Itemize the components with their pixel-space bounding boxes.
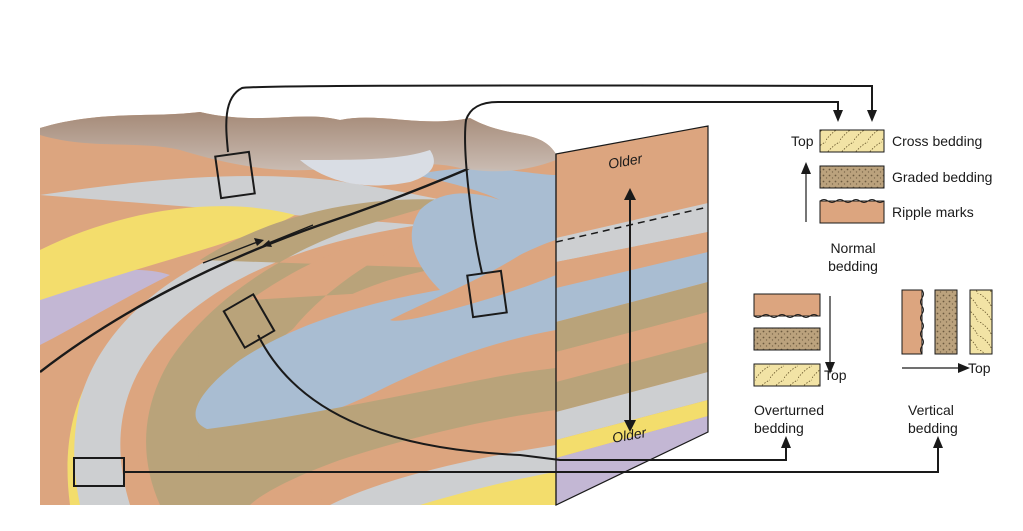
cross-bedding-label: Cross bedding bbox=[892, 133, 983, 149]
sample-box-fold bbox=[466, 269, 508, 319]
fault-slip-arrows bbox=[202, 224, 314, 264]
vertical-caption-2: bedding bbox=[908, 420, 958, 436]
vertical-top-label: Top bbox=[968, 360, 991, 376]
overturned-caption-2: bedding bbox=[754, 420, 804, 436]
overturned-top-label: Top bbox=[824, 367, 847, 383]
cross-bedding-swatch bbox=[819, 129, 885, 153]
block-side-face bbox=[556, 126, 708, 505]
ripple-marks-label: Ripple marks bbox=[892, 204, 974, 220]
vertical-caption-1: Vertical bbox=[908, 402, 954, 418]
connector-lines bbox=[124, 84, 943, 473]
block-front-face bbox=[40, 112, 556, 505]
normal-bedding-swatches bbox=[801, 129, 885, 224]
sample-box-top bbox=[214, 150, 256, 200]
overturned-bedding-swatches bbox=[753, 293, 835, 387]
normal-bedding-caption-1: Normal bbox=[830, 240, 876, 256]
normal-bedding-caption-2: bedding bbox=[828, 258, 878, 274]
graded-bedding-label: Graded bedding bbox=[892, 169, 993, 185]
overturned-caption-1: Overturned bbox=[754, 402, 825, 418]
vertical-bedding-swatches bbox=[901, 289, 993, 373]
age-arrow bbox=[624, 188, 636, 432]
graded-bedding-swatch bbox=[819, 165, 885, 189]
ripple-marks-swatch bbox=[819, 200, 885, 224]
normal-top-label: Top bbox=[791, 133, 814, 149]
